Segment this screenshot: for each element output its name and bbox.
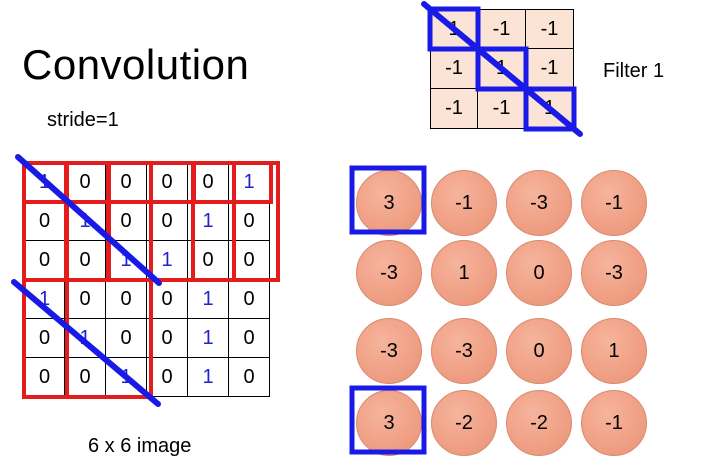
- image-cell: 0: [147, 358, 188, 397]
- feature-map-cell: 0: [506, 240, 572, 306]
- feature-map-cell: 3: [356, 170, 422, 236]
- feature-map-cell: -3: [356, 240, 422, 306]
- image-cell: 0: [229, 241, 270, 280]
- image-cell: 0: [65, 358, 106, 397]
- image-cell: 1: [147, 241, 188, 280]
- feature-map-cell: -2: [431, 390, 497, 456]
- image-cell: 1: [106, 358, 147, 397]
- filter-cell: -1: [430, 49, 478, 89]
- image-cell: 0: [106, 280, 147, 319]
- image-cell: 0: [24, 358, 65, 397]
- image-cell: 0: [147, 319, 188, 358]
- image-cell: 0: [65, 163, 106, 202]
- feature-map-cell: 1: [581, 318, 647, 384]
- image-cell: 0: [147, 280, 188, 319]
- image-cell: 0: [229, 280, 270, 319]
- image-cell: 0: [147, 163, 188, 202]
- image-cell: 0: [147, 202, 188, 241]
- image-cell: 0: [106, 163, 147, 202]
- image-cell: 1: [188, 358, 229, 397]
- image-cell: 1: [188, 202, 229, 241]
- filter-cell: -1: [526, 9, 574, 49]
- image-cell: 0: [65, 241, 106, 280]
- feature-map-cell: -3: [356, 318, 422, 384]
- stride-label: stride=1: [47, 109, 119, 131]
- image-cell: 1: [188, 280, 229, 319]
- feature-map-cell: 0: [506, 318, 572, 384]
- filter-label: Filter 1: [603, 60, 665, 82]
- image-cell: 0: [188, 163, 229, 202]
- image-cell: 1: [24, 280, 65, 319]
- feature-map-cell: -2: [506, 390, 572, 456]
- image-cell: 1: [106, 241, 147, 280]
- page-title: Convolution: [22, 41, 250, 88]
- image-cell: 1: [24, 163, 65, 202]
- feature-map-cell: 3: [356, 390, 422, 456]
- feature-map-cell: 1: [431, 240, 497, 306]
- image-cell: 0: [188, 241, 229, 280]
- filter-cell: -1: [526, 49, 574, 89]
- image-cell: 0: [24, 202, 65, 241]
- feature-map-cell: -1: [581, 170, 647, 236]
- feature-map-cell: -3: [581, 240, 647, 306]
- image-cell: 1: [229, 163, 270, 202]
- filter-cell: 1: [478, 49, 526, 89]
- feature-map-cell: -3: [506, 170, 572, 236]
- feature-map-cell: -3: [431, 318, 497, 384]
- image-cell: 0: [229, 202, 270, 241]
- feature-map-cell: -1: [431, 170, 497, 236]
- image-cell: 0: [24, 241, 65, 280]
- image-cell: 1: [188, 319, 229, 358]
- image-cell: 1: [65, 319, 106, 358]
- image-cell: 0: [229, 358, 270, 397]
- filter-cell: -1: [430, 89, 478, 129]
- filter-cell: 1: [526, 89, 574, 129]
- image-cell: 0: [65, 280, 106, 319]
- image-caption: 6 x 6 image: [88, 435, 192, 457]
- image-cell: 0: [24, 319, 65, 358]
- feature-map-cell: -1: [581, 390, 647, 456]
- image-cell: 0: [106, 202, 147, 241]
- filter-cell: -1: [478, 89, 526, 129]
- image-cell: 1: [65, 202, 106, 241]
- image-cell: 0: [106, 319, 147, 358]
- filter-cell: -1: [478, 9, 526, 49]
- image-cell: 0: [229, 319, 270, 358]
- filter-cell: 1: [430, 9, 478, 49]
